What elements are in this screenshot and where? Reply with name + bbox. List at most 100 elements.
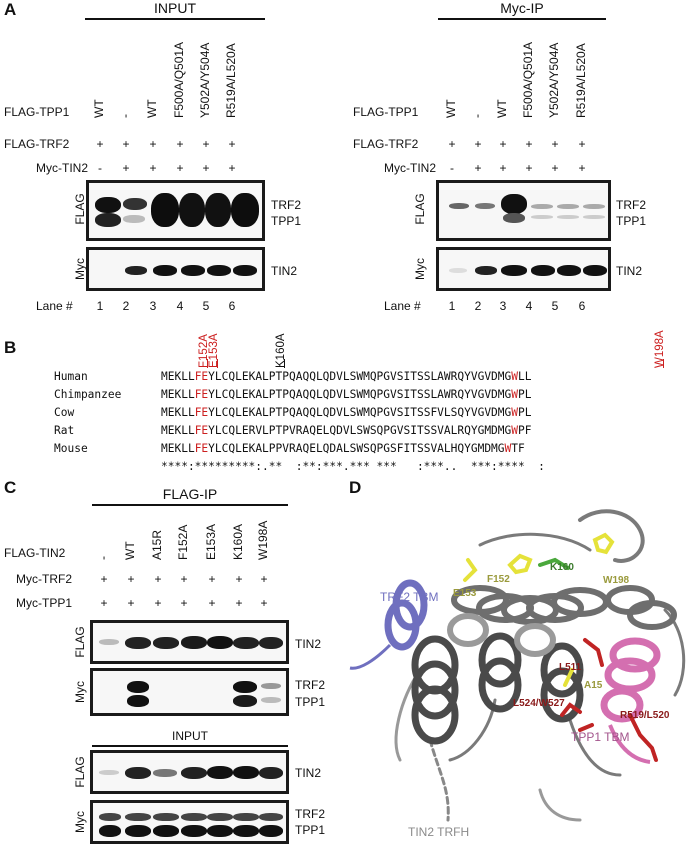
tin2-lane-label: A15R [150,529,164,560]
sequence-segment: PL [518,388,532,401]
label-k160: K160 [550,562,574,573]
panel-a-input-header: INPUT [154,0,196,16]
myc-blot-myc-ip [436,247,611,291]
mutation-e153a: E153A [208,333,220,368]
label-l511: L511 [559,662,582,673]
lane-number: 2 [474,299,482,313]
flag-trf2-label-right: FLAG-TRF2 [353,137,419,151]
tin2-symbol: - [98,161,102,175]
sequence-segment: YLCQLEKALPTPQAQQLQDVLSWMQPGVSITSSLAWRQYV… [208,370,512,383]
band-tpp1-right: TPP1 [616,214,647,228]
trf2-symbol: + [180,572,188,586]
lane-number: 1 [448,299,456,313]
tin2-symbol: + [525,161,533,175]
trf2-symbol: + [96,137,104,151]
band-trf2-right: TRF2 [616,198,646,212]
band-tin2-c3: TIN2 [295,766,322,780]
trf2-symbol: + [525,137,533,151]
highlighted-residue: W [511,406,519,419]
label-r519-l520: R519/L520 [620,710,670,721]
flag-tpp1-label: FLAG-TPP1 [4,105,70,119]
band-trf2-c4: TRF2 [295,807,325,821]
sequence-segment: MEKLL [161,388,195,401]
tpp1-lane-label: WT [444,99,458,118]
sequence-segment: YLCQLEKALPTPQAQQLQDVLSWMQPGVSITSSLAWRQYV… [208,388,512,401]
trf2-symbol: + [474,137,482,151]
tin2-symbol: + [202,161,210,175]
label-tin2-trfh: TIN2 TRFH [408,825,470,839]
panel-c-input-bar [92,745,288,747]
trf2-symbol: + [202,137,210,151]
label-a15: A15 [584,680,603,691]
sequence-row: MEKLLFEYLCQLEKALPTPQAQQLQDVLSWMQPGVSITSS… [161,388,532,401]
tpp1-symbol: + [208,596,216,610]
mutation-k160a: K160A [275,333,287,368]
tin2-symbol: + [578,161,586,175]
mutation-tick-e153 [217,359,218,368]
band-tpp1-c2: TPP1 [295,695,326,709]
panel-c-input-header: INPUT [172,729,208,743]
tpp1-lane-label: F500A/Q501A [521,41,535,118]
panel-c-flag-ip-bar [92,504,288,506]
tpp1-symbol: + [154,596,162,610]
tpp1-symbol: + [100,596,108,610]
mutation-tick-w198 [663,359,664,368]
trf2-symbol: + [149,137,157,151]
band-tpp1-c4: TPP1 [295,823,326,837]
lane-number: 1 [96,299,104,313]
myc-blot-input-c [90,800,289,844]
myc-tin2-label-right: Myc-TIN2 [384,161,436,175]
sequence-segment: YLCQLEKALPTPQAQQLQDVLSWMQPGVSITSSFVLSQYV… [208,406,512,419]
label-f152: F152 [487,574,510,585]
flag-side-label: FLAG [73,193,87,225]
panel-a-input-bar [85,18,265,20]
mutation-w198a: W198A [654,330,666,368]
lane-number-label-right: Lane # [384,299,421,313]
label-l524-w527: L524/W527 [513,698,565,709]
species-name: Chimpanzee [54,388,122,401]
sequence-segment: TF [511,442,525,455]
tpp1-lane-label: WT [145,99,159,118]
mutation-tick-k160 [284,359,285,368]
tin2-lane-label: - [96,556,110,560]
band-tin2-right: TIN2 [616,264,643,278]
tin2-symbol: + [122,161,130,175]
label-tpp1-tbm: TPP1 TBM [571,730,630,744]
myc-tin2-label: Myc-TIN2 [36,161,88,175]
trf2-symbol: + [100,572,108,586]
tpp1-lane-label: - [470,114,484,118]
highlighted-residue: FE [194,388,209,401]
sequence-row: MEKLLFEYLCQLEKALPTPQAQQLQDVLSWMQPGVSITSS… [161,406,532,419]
trf2-symbol: + [122,137,130,151]
myc-side-label: Myc [73,258,87,280]
myc-blot-flag-ip [90,668,289,716]
tin2-symbol: + [474,161,482,175]
tin2-symbol: + [551,161,559,175]
panel-d-letter: D [349,478,362,497]
sequence-segment: MEKLL [161,406,195,419]
trf2-symbol: + [228,137,236,151]
trf2-symbol: + [551,137,559,151]
flag-blot-flag-ip [90,620,289,664]
tpp1-symbol: + [260,596,268,610]
species-name: Human [54,370,88,383]
trf2-symbol: + [208,572,216,586]
lane-number-label: Lane # [36,299,73,313]
tin2-symbol: - [450,161,454,175]
highlighted-residue: FE [194,406,209,419]
band-tin2-c1: TIN2 [295,637,322,651]
tpp1-lane-label: F500A/Q501A [172,41,186,118]
tpp1-symbol: + [180,596,188,610]
band-trf2: TRF2 [271,198,301,212]
flag-trf2-label: FLAG-TRF2 [4,137,70,151]
flag-blot-input [86,180,265,241]
trf2-symbol: + [127,572,135,586]
lane-number: 4 [525,299,533,313]
tpp1-symbol: + [235,596,243,610]
tpp1-symbol: + [127,596,135,610]
tpp1-lane-label: Y502A/Y504A [198,42,212,118]
lane-number: 3 [149,299,157,313]
tin2-lane-label: F152A [176,524,190,560]
panel-a-letter: A [4,0,17,19]
tin2-structure-illustration [349,509,686,822]
